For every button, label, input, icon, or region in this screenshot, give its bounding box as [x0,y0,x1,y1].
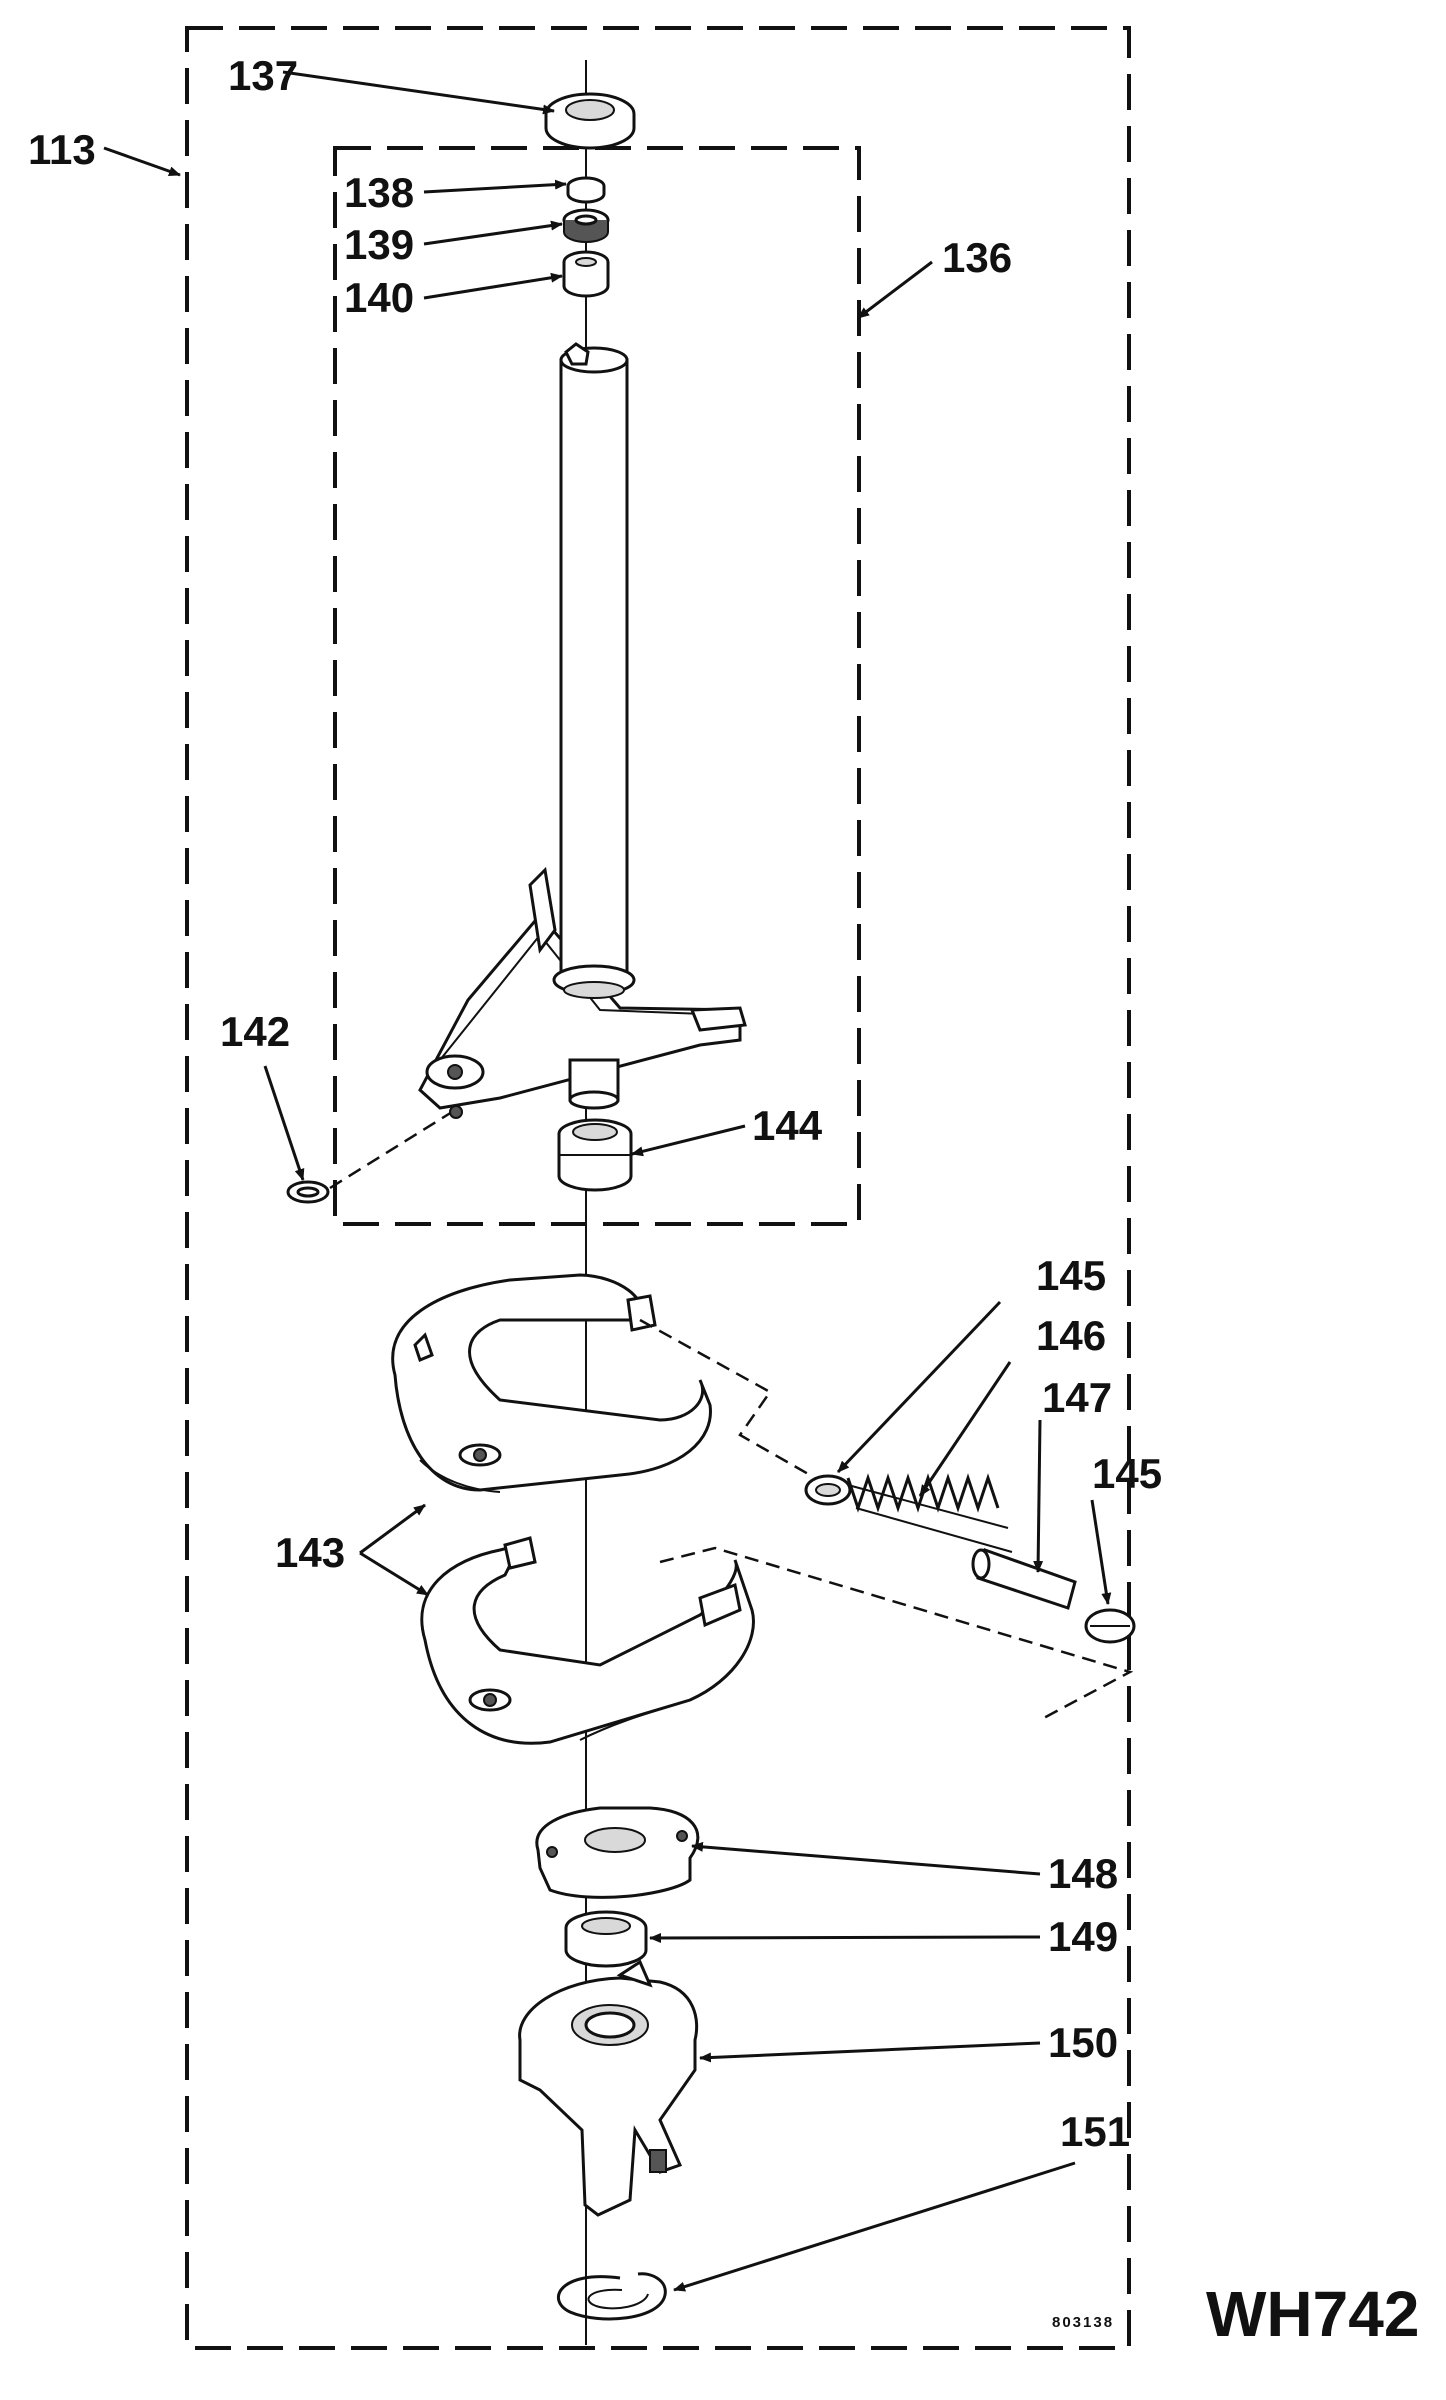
part-137-bearing-cap [544,92,636,150]
label-145-top: 145 [1036,1252,1106,1299]
label-150: 150 [1048,2019,1118,2066]
part-140-bushing [562,250,610,298]
assembly-113-boundary [185,26,1131,2350]
part-143-brake-shoe-upper [391,1273,712,1493]
part-144-coupling [557,1118,633,1192]
label-113: 113 [28,126,96,173]
part-150-shift-fork [518,1959,699,2217]
label-136: 136 [942,234,1012,281]
label-144: 144 [752,1102,823,1149]
label-137: 137 [228,52,298,99]
label-147: 147 [1042,1374,1112,1421]
part-145-spring-cap-left [804,1474,852,1506]
label-143: 143 [275,1529,345,1576]
part-151-snap-ring [557,2272,667,2321]
label-148: 148 [1048,1850,1118,1897]
shoe-spring-connector-upper [639,1318,811,1477]
part-149-clutch-collar [564,1910,648,1968]
part-145-spring-cap-right [1084,1608,1136,1644]
shoe-spring-connector-lower [659,1546,1134,1722]
label-139: 139 [344,221,414,268]
part-142-retaining-ring [286,1105,463,1204]
label-145-right: 145 [1092,1450,1162,1497]
part-143-brake-shoe-lower [420,1536,755,1745]
part-138-washer [566,176,606,204]
label-146: 146 [1036,1312,1106,1359]
model-number: WH742 [1206,2278,1419,2350]
label-151: 151 [1060,2108,1130,2155]
part-139-bearing [562,208,610,243]
drawing-number: 803138 [1052,2314,1114,2331]
part-146-spring [846,1473,1013,1553]
part-136-drive-tube [418,342,747,1110]
label-140: 140 [344,274,414,321]
label-142: 142 [220,1008,290,1055]
label-138: 138 [344,169,414,216]
label-149: 149 [1048,1913,1118,1960]
part-147-pin [971,1548,1077,1610]
part-148-cam-plate [535,1806,700,1899]
leader-lines [103,70,1112,2292]
